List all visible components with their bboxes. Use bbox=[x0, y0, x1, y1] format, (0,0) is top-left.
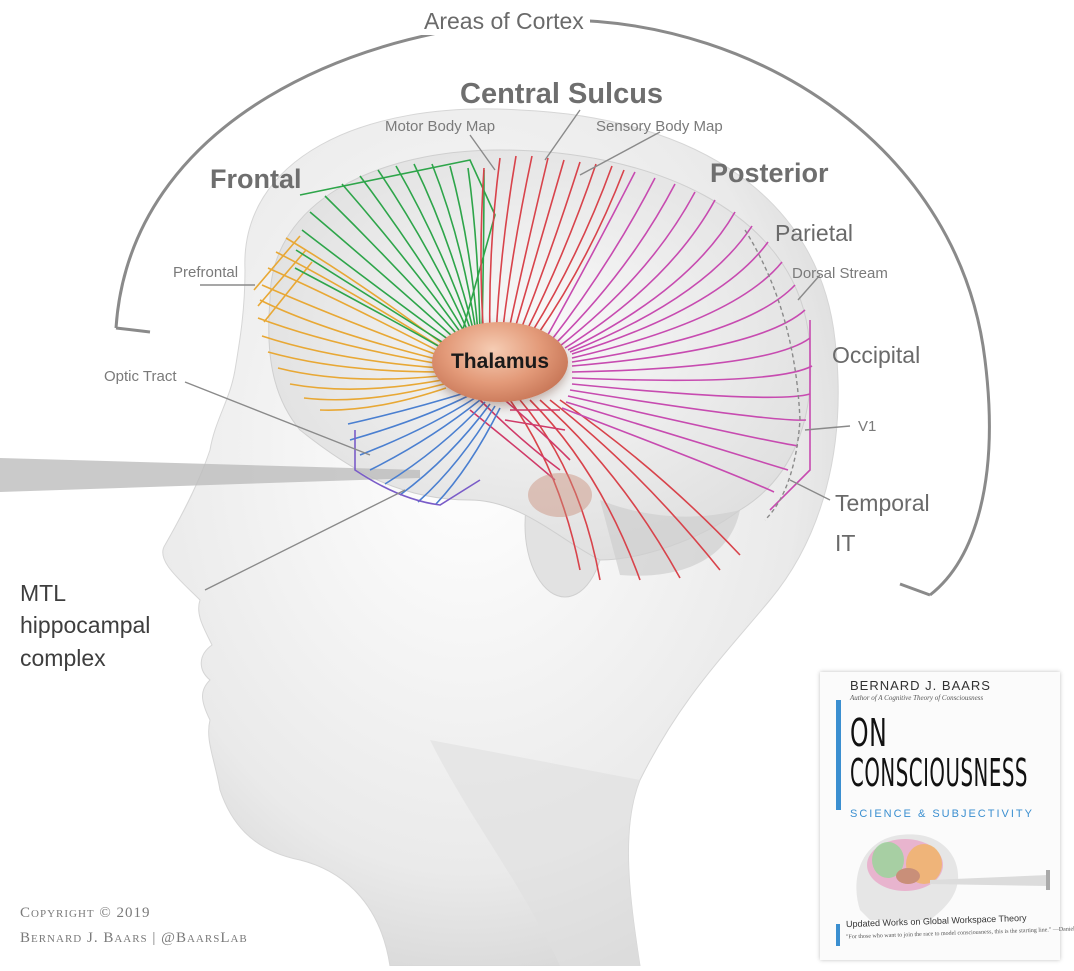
central-sulcus-label: Central Sulcus bbox=[460, 78, 663, 111]
copyright-line-2: Bernard J. Baars | @BaarsLab bbox=[20, 930, 248, 947]
book-accent-bar-bottom bbox=[836, 924, 840, 946]
thalamus: Thalamus bbox=[432, 322, 568, 402]
frontal-label: Frontal bbox=[210, 164, 302, 195]
mtl-label: MTL bbox=[20, 580, 66, 607]
optic-tract-label: Optic Tract bbox=[104, 368, 177, 385]
v1-label: V1 bbox=[858, 418, 876, 435]
book-subtitle: SCIENCE & SUBJECTIVITY bbox=[850, 808, 1034, 820]
book-author-subtitle: Author of A Cognitive Theory of Consciou… bbox=[850, 694, 983, 702]
prefrontal-label: Prefrontal bbox=[173, 264, 238, 281]
it-label: IT bbox=[835, 530, 855, 557]
hippocampal-label: hippocampal bbox=[20, 612, 150, 639]
temporal-label: Temporal bbox=[835, 490, 930, 517]
complex-label: complex bbox=[20, 645, 106, 672]
book-author: BERNARD J. BAARS bbox=[850, 678, 991, 693]
book-accent-bar bbox=[836, 700, 841, 810]
book-title-line-1: ON bbox=[850, 714, 887, 752]
dorsal-stream-label: Dorsal Stream bbox=[792, 265, 888, 282]
areas-of-cortex-label: Areas of Cortex bbox=[418, 8, 590, 35]
copyright-line-1: Copyright © 2019 bbox=[20, 905, 151, 922]
thalamus-label: Thalamus bbox=[451, 350, 549, 374]
book-cover: BERNARD J. BAARS Author of A Cognitive T… bbox=[820, 672, 1060, 960]
motor-body-map-label: Motor Body Map bbox=[385, 118, 495, 135]
book-title-line-2: CONSCIOUSNESS bbox=[850, 754, 1028, 792]
occipital-label: Occipital bbox=[832, 342, 920, 369]
book-head-thumbnail bbox=[820, 820, 1060, 920]
sensory-body-map-label: Sensory Body Map bbox=[596, 118, 723, 135]
posterior-label: Posterior bbox=[710, 158, 829, 189]
parietal-label: Parietal bbox=[775, 220, 853, 247]
hippocampus bbox=[528, 473, 592, 517]
